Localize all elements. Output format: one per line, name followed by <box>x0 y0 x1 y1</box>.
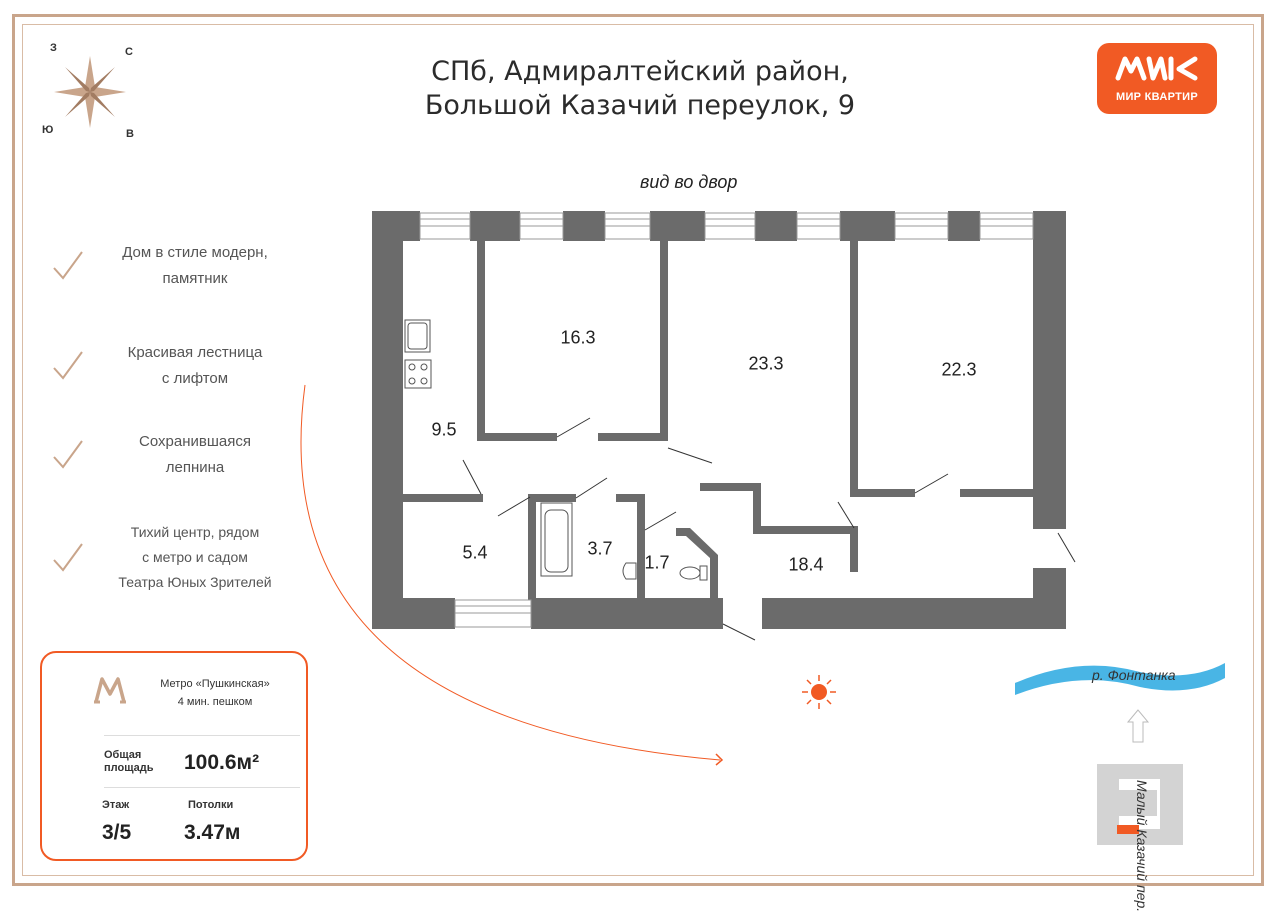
room-area-label: 16.3 <box>560 327 596 348</box>
room-area-label: 22.3 <box>941 359 977 380</box>
floor-value: 3/5 <box>102 821 132 844</box>
info-card: Метро «Пушкинская» 4 мин. пешком Общая п… <box>40 651 308 861</box>
area-value: 100.6м² <box>184 751 260 774</box>
divider <box>104 787 300 788</box>
building-block <box>1097 764 1183 845</box>
feature-line: с лифтом <box>161 370 229 387</box>
feature-line: Красивая лестница <box>127 344 263 361</box>
logo-text: МИР КВАРТИР <box>1116 91 1198 103</box>
check-icon <box>53 440 83 469</box>
compass-east-label: В <box>126 128 134 140</box>
area-label-line: Общая <box>104 749 142 761</box>
address-line-1: СПб, Адмиралтейский район, <box>431 56 849 87</box>
feature-item: Тихий центр, рядом с метро и садом Театр… <box>50 520 300 590</box>
feature-item: Красивая лестница с лифтом <box>50 340 300 400</box>
address-title: СПб, Адмиралтейский район, Большой Казач… <box>340 55 940 123</box>
north-arrow-icon <box>1126 709 1150 743</box>
room-area-label: 18.4 <box>788 554 824 575</box>
feature-text: Тихий центр, рядом с метро и садом Театр… <box>92 520 298 595</box>
ceiling-value: 3.47м <box>184 821 241 844</box>
feature-text: Красивая лестница с лифтом <box>92 340 298 392</box>
arrow-icon <box>715 753 724 766</box>
room-area-label: 1.7 <box>644 552 670 573</box>
doors <box>462 417 1076 641</box>
check-icon <box>53 251 83 280</box>
stove-icon <box>404 359 432 389</box>
feature-text: Сохранившаяся лепнина <box>92 429 298 481</box>
feature-line: Тихий центр, рядом <box>130 524 260 540</box>
washbasin-icon <box>622 562 637 580</box>
feature-text: Дом в стиле модерн, памятник <box>92 240 298 292</box>
feature-item: Дом в стиле модерн, памятник <box>50 240 300 300</box>
feature-line: Сохранившаяся <box>139 433 251 450</box>
walls <box>372 211 1066 629</box>
room-area-label: 23.3 <box>748 353 784 374</box>
compass-north-label: С <box>125 46 133 58</box>
sun-path <box>300 384 721 761</box>
compass-west-label: З <box>50 42 57 54</box>
river-shape <box>1015 663 1225 695</box>
floor-label: Этаж <box>102 799 130 811</box>
moon-icon <box>305 371 326 405</box>
feature-line: Театра Юных Зрителей <box>118 574 272 590</box>
bathtub-icon <box>540 502 573 577</box>
outer-frame <box>12 14 1264 886</box>
street-label-text: Малый Казачий пер. <box>1134 780 1150 912</box>
feature-line: памятник <box>162 270 228 287</box>
room-area-label: 5.4 <box>462 542 488 563</box>
feature-item: Сохранившаяся лепнина <box>50 429 300 489</box>
street-label: Малый Казачий пер. <box>1134 780 1150 912</box>
compass-south-label: Ю <box>42 124 54 136</box>
view-label: вид во двор <box>640 172 738 192</box>
metro-station: Метро «Пушкинская» <box>160 678 270 690</box>
room-area-label: 3.7 <box>587 538 613 559</box>
brand-logo: МИР КВАРТИР <box>1097 43 1217 114</box>
windows <box>419 212 1034 628</box>
area-label-line: площадь <box>104 762 154 774</box>
compass-rose-icon: З С Ю В <box>38 40 142 144</box>
divider <box>104 735 300 736</box>
sink-icon <box>404 319 431 353</box>
metro-walk-time: 4 мин. пешком <box>177 696 253 708</box>
toilet-icon <box>679 565 708 581</box>
check-icon <box>53 351 83 380</box>
metro-info: Метро «Пушкинская» 4 мин. пешком <box>150 675 280 711</box>
room-area-label: 9.5 <box>431 419 457 440</box>
feature-line: Дом в стиле модерн, <box>122 244 268 261</box>
check-icon <box>53 543 83 572</box>
sun-icon <box>802 675 836 709</box>
river-label: р. Фонтанка <box>1092 667 1176 683</box>
feature-line: лепнина <box>165 459 225 476</box>
area-label: Общая площадь <box>104 749 153 775</box>
inner-frame <box>22 24 1254 876</box>
logo-mark-icon <box>1115 56 1198 81</box>
feature-line: с метро и садом <box>142 549 248 565</box>
metro-icon <box>94 677 126 704</box>
apartment-location-marker <box>1117 825 1139 834</box>
address-line-2: Большой Казачий переулок, 9 <box>424 90 856 121</box>
ceiling-label: Потолки <box>188 799 234 811</box>
